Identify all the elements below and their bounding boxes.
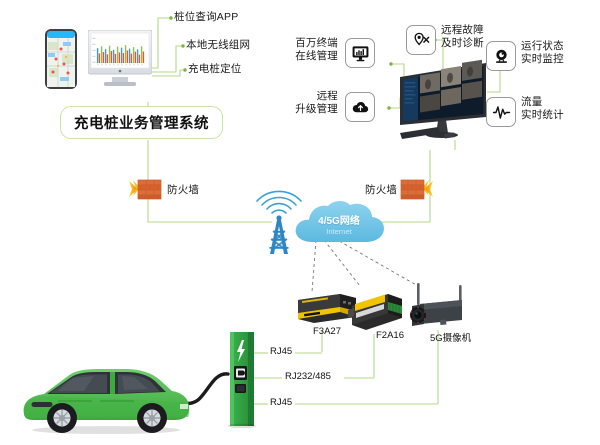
label-million-terminals: 百万终端 在线管理 [295, 37, 338, 62]
network-cloud [290, 198, 388, 253]
cloud-upload-icon [345, 92, 375, 122]
cable-rj45-bottom: RJ45 [268, 397, 295, 408]
electric-vehicle [14, 358, 194, 443]
label-firewall-left: 防火墙 [167, 184, 200, 196]
label-remote-upgrade: 远程 升级管理 [295, 90, 338, 115]
waveform-icon [486, 97, 516, 127]
label-f3a27: F3A27 [313, 326, 341, 337]
label-5g-camera: 5G摄像机 [430, 333, 472, 344]
label-traffic-statistics: 流量 实时统计 [521, 96, 564, 121]
location-wrench-icon [406, 25, 436, 55]
cloud-primary-label: 4/5G网络 [318, 216, 360, 227]
system-title-text: 充电桩业务管理系统 [60, 106, 223, 139]
webcam-icon [486, 41, 516, 71]
system-title-banner: 充电桩业务管理系统 [60, 106, 223, 139]
cable-rj232-485: RJ232/485 [283, 371, 333, 382]
monitor-chart-icon [345, 38, 375, 68]
cable-rj45-top: RJ45 [268, 346, 295, 357]
network-cloud-labels: 4/5G网络 Internet [302, 212, 376, 236]
label-local-wireless-network: 本地无线组网 [186, 39, 251, 51]
surveillance-monitor [398, 55, 503, 145]
label-remote-fault-diagnosis: 远程故障 及时诊断 [441, 24, 484, 49]
label-operation-status-monitoring: 运行状态 实时监控 [521, 40, 564, 65]
label-charging-pile-location: 充电桩定位 [188, 63, 242, 75]
charging-pile [226, 332, 256, 433]
cloud-secondary-label: Internet [326, 227, 352, 236]
label-f2a16: F2A16 [376, 330, 404, 341]
label-pile-query-app: 桩位查询APP [174, 11, 239, 23]
device-f2a16-gateway [344, 292, 406, 337]
smartphone-map-app [44, 28, 78, 95]
device-5g-camera [404, 282, 476, 337]
firewall-right-icon [400, 178, 434, 205]
desktop-monitor-dashboard [87, 29, 153, 97]
firewall-left-icon [128, 178, 162, 205]
label-firewall-right: 防火墙 [365, 184, 398, 196]
cell-tower-icon [248, 186, 310, 261]
